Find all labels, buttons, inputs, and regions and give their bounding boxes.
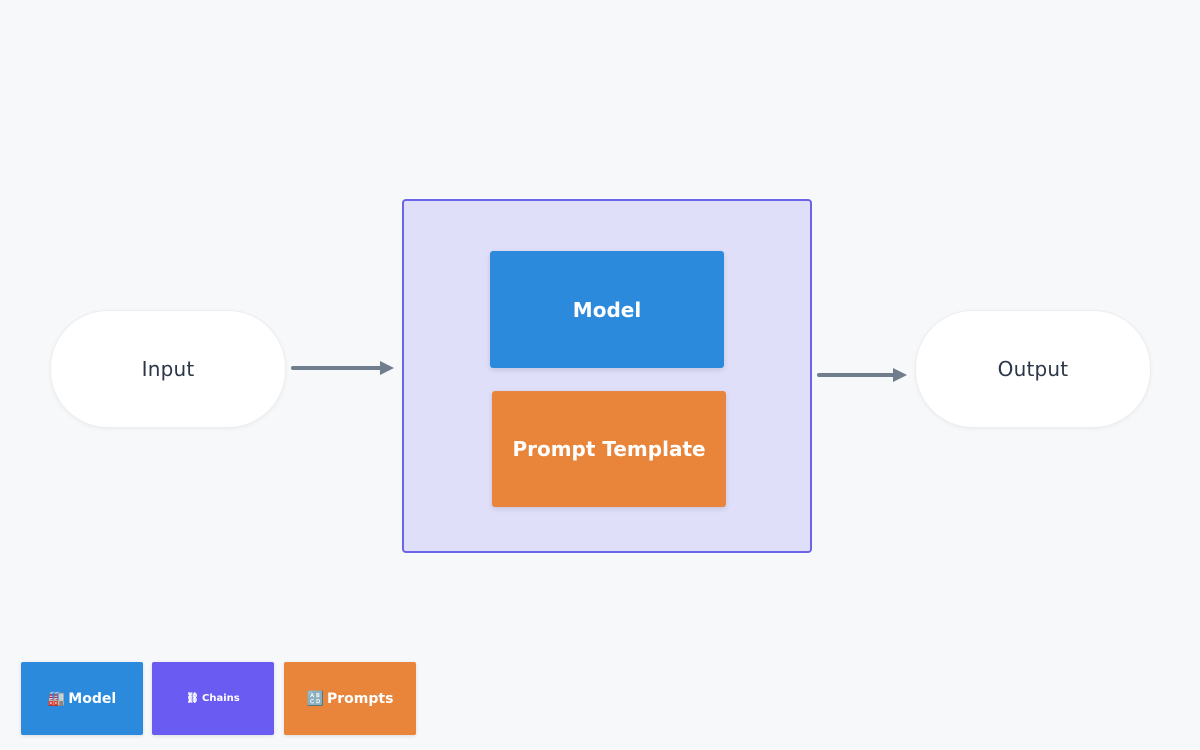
input-node: Input bbox=[50, 310, 286, 428]
legend-chains: ⛓ Chains bbox=[152, 662, 274, 735]
legend-model: 🏭 Model bbox=[21, 662, 143, 735]
letters-icon: 🔠 bbox=[306, 690, 324, 707]
legend-prompts-label: Prompts bbox=[327, 690, 394, 707]
output-label: Output bbox=[997, 357, 1069, 381]
legend-model-label: Model bbox=[68, 690, 117, 707]
chain-container: Model Prompt Template bbox=[402, 199, 812, 553]
legend-chains-label: Chains bbox=[201, 693, 240, 704]
legend-prompts: 🔠 Prompts bbox=[284, 662, 416, 735]
output-node: Output bbox=[915, 310, 1151, 428]
model-block: Model bbox=[490, 251, 724, 368]
prompt-template-label: Prompt Template bbox=[512, 437, 706, 461]
chain-icon: ⛓ bbox=[186, 693, 199, 704]
model-label: Model bbox=[572, 297, 642, 322]
prompt-template-block: Prompt Template bbox=[492, 391, 726, 507]
input-to-chain-arrow bbox=[291, 361, 394, 375]
chain-to-output-arrow bbox=[817, 368, 907, 382]
input-label: Input bbox=[141, 357, 195, 381]
factory-icon: 🏭 bbox=[47, 690, 66, 707]
